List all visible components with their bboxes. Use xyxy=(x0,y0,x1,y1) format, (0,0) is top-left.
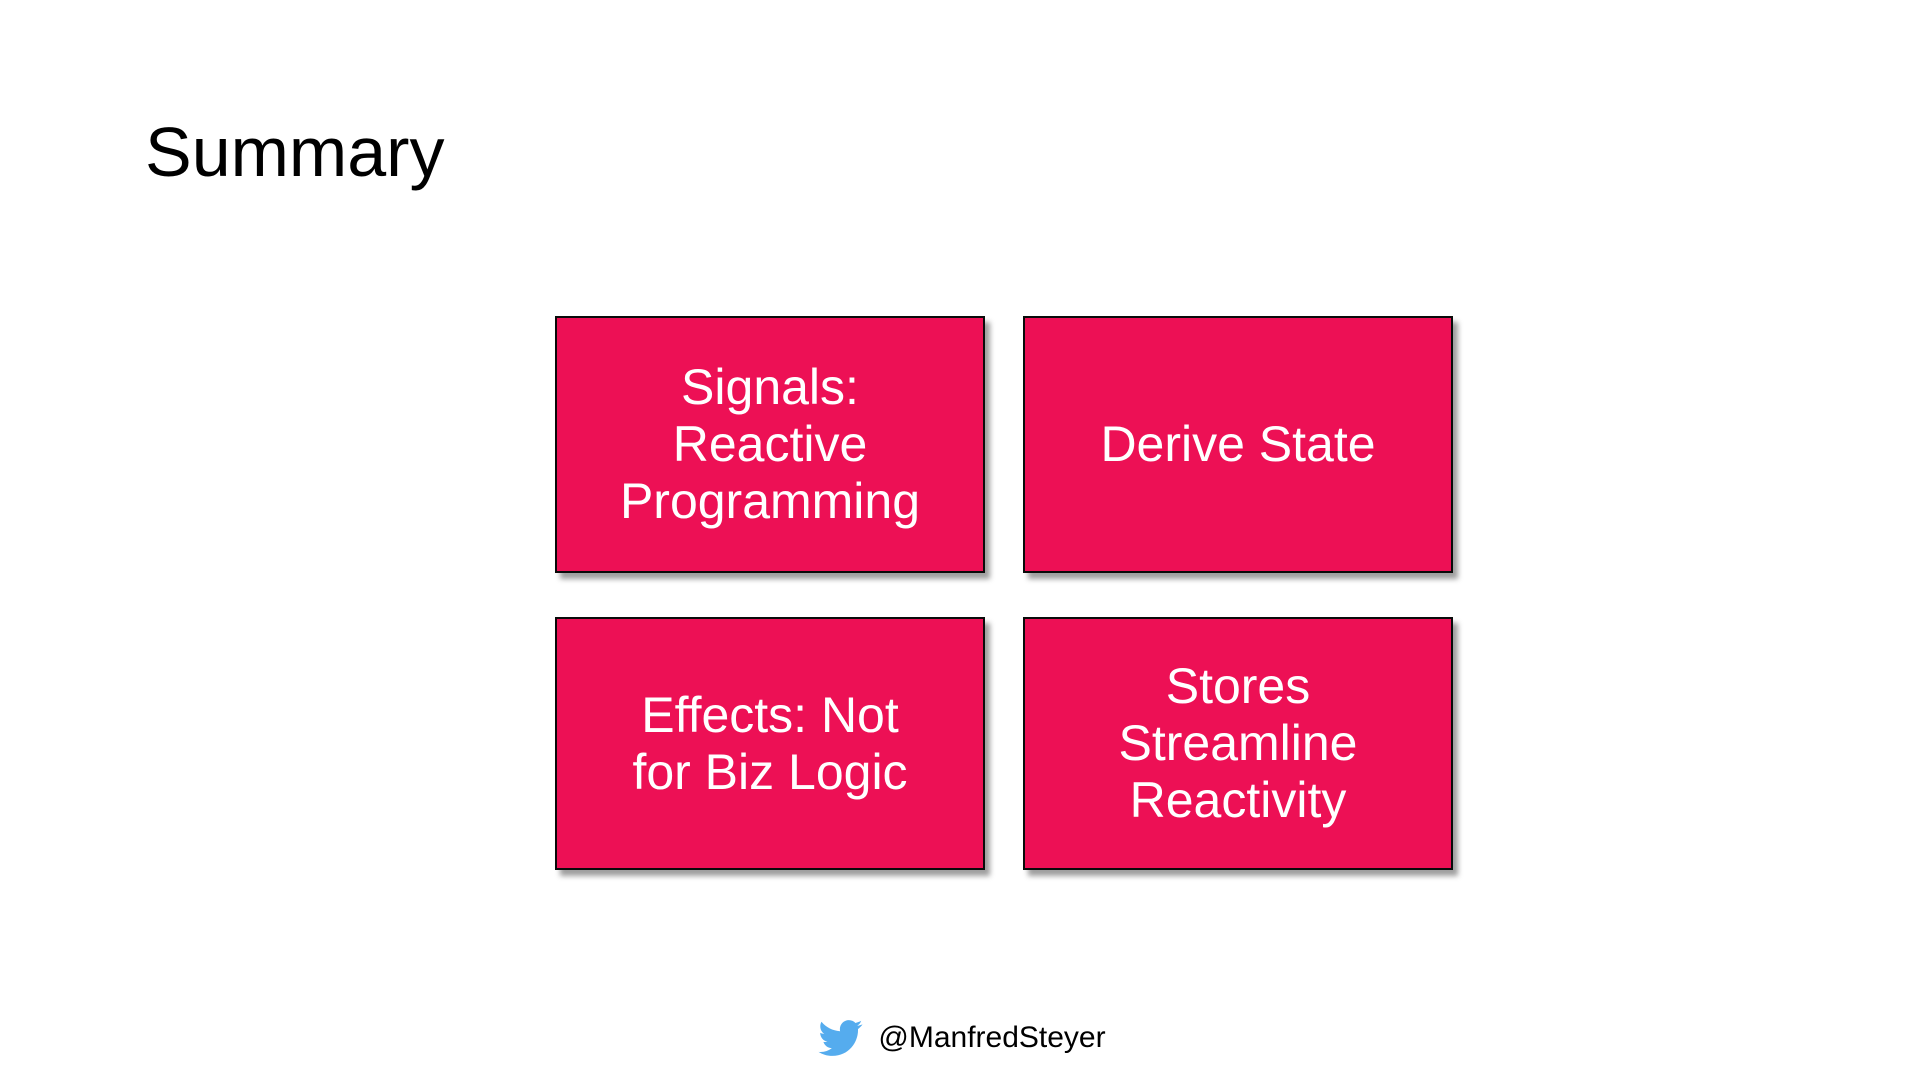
summary-box-effects: Effects: Not for Biz Logic xyxy=(555,617,985,870)
twitter-bird-icon xyxy=(814,1016,867,1060)
twitter-handle: @ManfredSteyer xyxy=(878,1021,1106,1054)
summary-box-effects-label: Effects: Not for Biz Logic xyxy=(632,686,908,800)
summary-box-stores-label: Stores Streamline Reactivity xyxy=(1118,658,1358,828)
summary-box-derive-state: Derive State xyxy=(1023,316,1453,573)
footer: @ManfredSteyer xyxy=(0,1012,1920,1064)
summary-box-stores: Stores Streamline Reactivity xyxy=(1023,617,1453,870)
summary-box-signals: Signals: Reactive Programming xyxy=(555,316,985,573)
summary-box-derive-state-label: Derive State xyxy=(1100,416,1376,472)
summary-box-signals-label: Signals: Reactive Programming xyxy=(619,359,921,529)
summary-grid: Signals: Reactive Programming Derive Sta… xyxy=(555,316,1453,870)
slide-title: Summary xyxy=(145,113,445,191)
